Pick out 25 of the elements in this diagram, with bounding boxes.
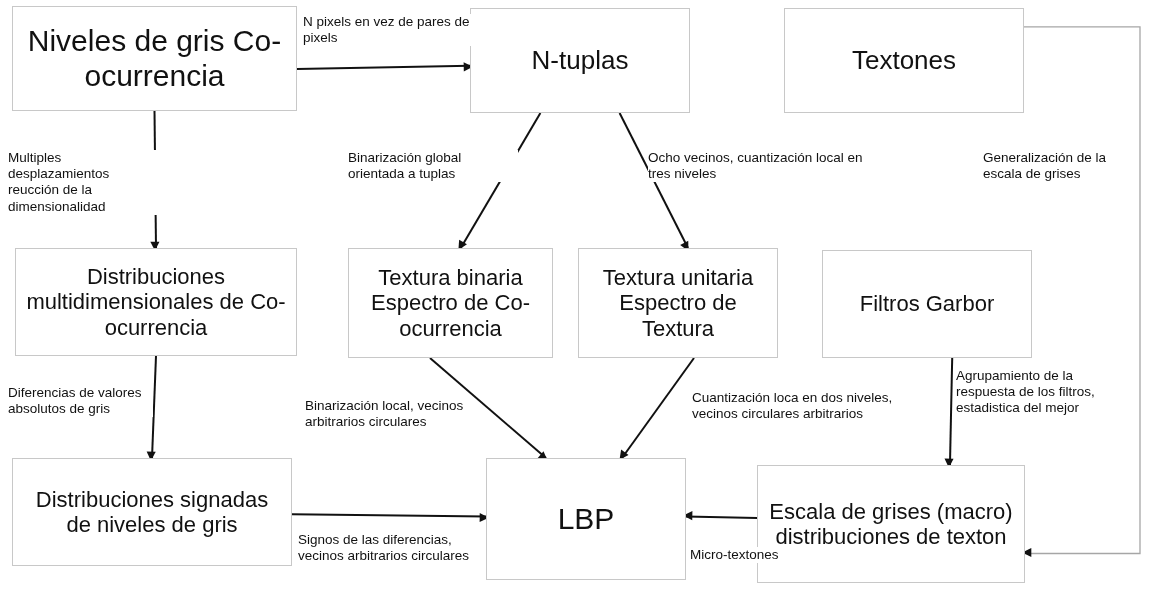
process-box [12, 6, 297, 111]
box-title: Distribuciones signadas de niveles de gris [34, 486, 270, 538]
process-box [486, 458, 686, 580]
arrow [619, 357, 695, 460]
box-title: Distribuciones multidimensionales de Co-ocurrencia [26, 264, 286, 340]
process-box [15, 248, 297, 356]
edge-label: Diferencias de valores absolutos de gris [8, 385, 153, 418]
process-box [822, 250, 1032, 358]
edge-label: N pixels en vez de pares de pixels [303, 14, 473, 47]
arrow [1022, 26, 1141, 557]
box-title: Textura unitaria Espectro de Textura [601, 265, 755, 341]
process-box [578, 248, 778, 358]
box-title: Escala de grises (macro) distribuciones de texton [768, 498, 1014, 550]
box-title: Textura binaria Espectro de Co-ocurrencia [370, 265, 531, 341]
process-box [12, 458, 292, 566]
box-title: LBP [557, 501, 615, 537]
process-box [348, 248, 553, 358]
edge-label: Multiples desplazamientos reucción de la dimensionalidad [8, 150, 158, 215]
box-title: Textones [851, 45, 957, 76]
box-title: N-tuplas [531, 45, 629, 76]
process-box [784, 8, 1024, 113]
edge-label: Binarización global orientada a tuplas [348, 150, 518, 183]
box-title: Niveles de gris Co-ocurrencia [26, 24, 283, 93]
process-box [470, 8, 690, 113]
box-title: Filtros Garbor [859, 291, 995, 317]
